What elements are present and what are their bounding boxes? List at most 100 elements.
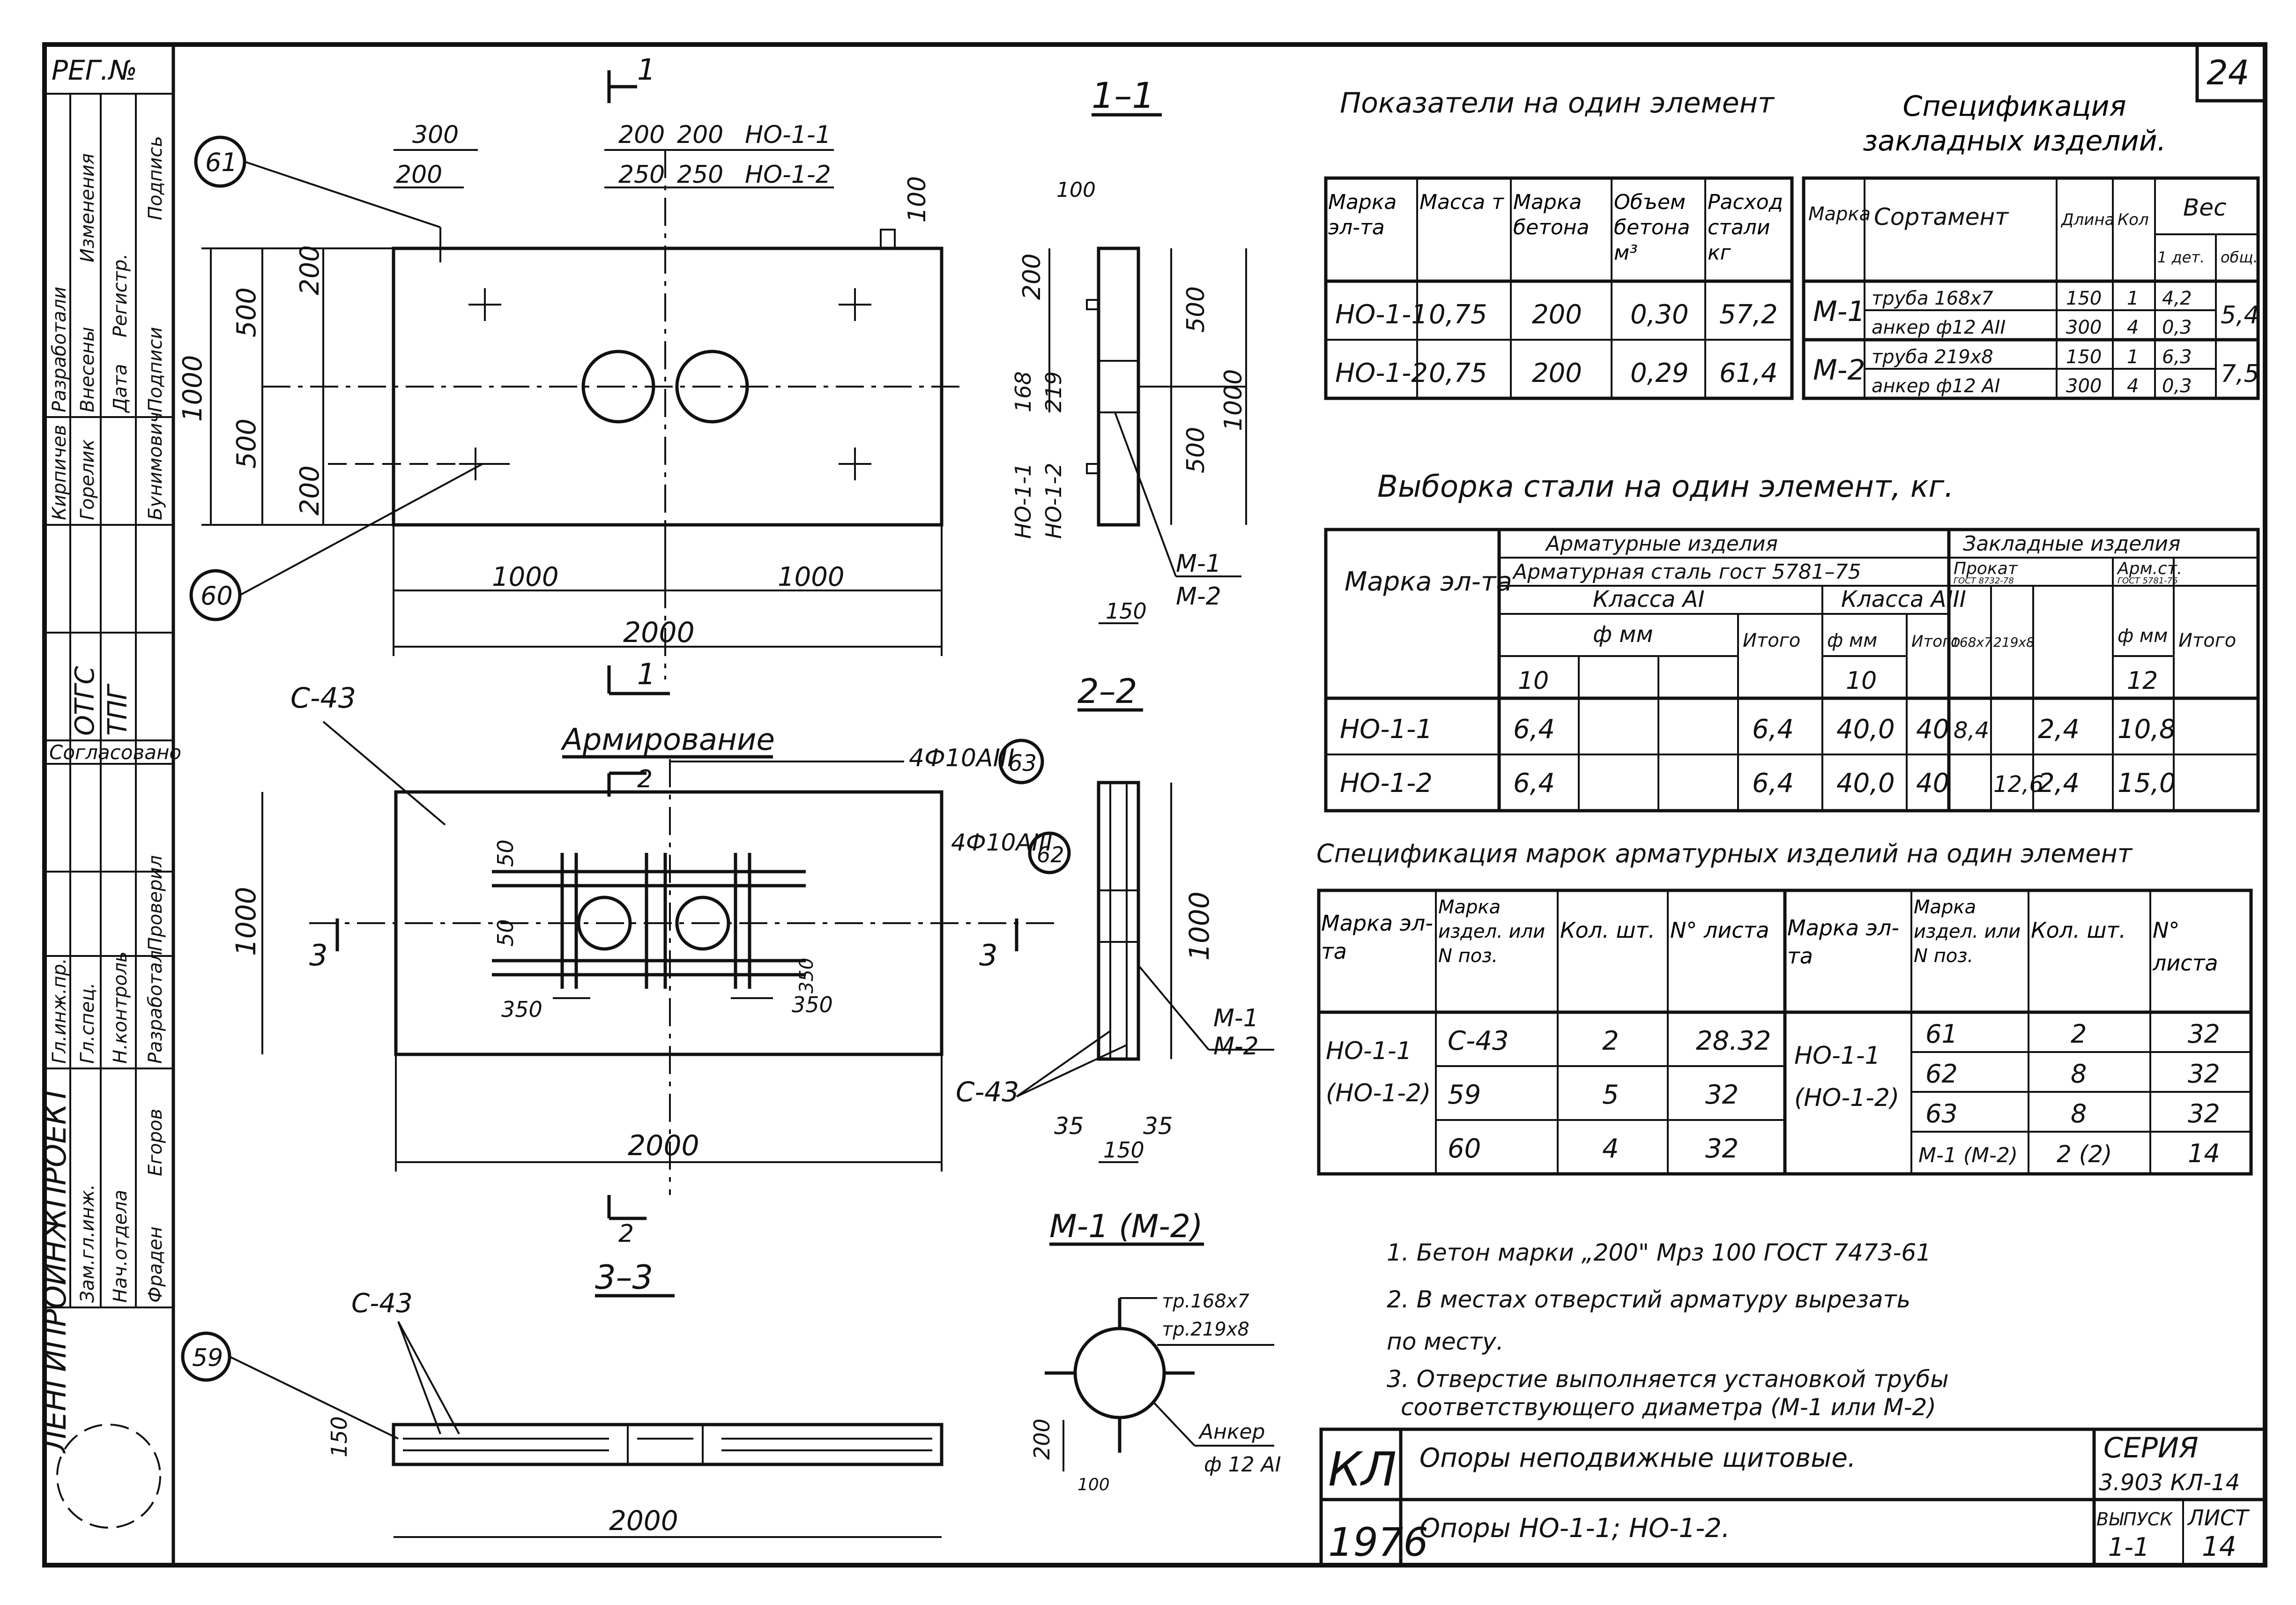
pipe-hole-right xyxy=(675,350,749,424)
note-2: 2. В местах отверстий арматуру вырезать xyxy=(1387,1286,1910,1313)
reinforcement-dim-1000: 1000 xyxy=(230,887,262,956)
marks-cell: 4 xyxy=(1602,1134,1619,1164)
issue-label: ВЫПУСК xyxy=(2096,1509,2173,1530)
embedded-weight-sub-2: общ. xyxy=(2221,248,2258,266)
issue-value: 1-1 xyxy=(2108,1532,2149,1562)
sheet-value: 14 xyxy=(2202,1530,2237,1562)
dim-350-a: 350 xyxy=(501,997,542,1022)
embedded-cell: 150 xyxy=(2066,288,2102,309)
indicators-header-5: Расход стали кг xyxy=(1708,190,1783,265)
code-2: ТПГ xyxy=(103,684,133,736)
marks-header-6: Марка издел. или N поз. xyxy=(1914,896,2021,967)
embedded-cell: 4 xyxy=(2127,317,2139,338)
indicators-cell: 200 xyxy=(1532,358,1582,388)
dim-1000-a: 1000 xyxy=(492,562,559,592)
section-1-1-ho-1-1: НО-1-1 xyxy=(1011,463,1036,539)
embedded-cell: 6,3 xyxy=(2162,346,2192,368)
indicators-cell: 0,75 xyxy=(1429,358,1487,388)
embedded-header-3: Длина xyxy=(2060,210,2114,229)
section-1-1-dim-500-b: 500 xyxy=(1182,427,1210,473)
marks-element-left: НО-1-1 xyxy=(1326,1037,1412,1065)
embedded-row: М-1 труба 168х7 150 1 4,2 анкер ф12 АII … xyxy=(1813,288,2259,338)
pipe-label-1: тр.168х7 xyxy=(1162,1291,1249,1312)
section-1-1-m2: М-2 xyxy=(1176,582,1221,611)
section-3-3-title: 3–3 xyxy=(595,1258,653,1297)
developer-3: Бунимович xyxy=(145,412,166,520)
indicators-header-3: Марка бетона xyxy=(1513,190,1590,239)
marks-cell: 32 xyxy=(2188,1099,2220,1128)
dim-200-c: 200 xyxy=(677,121,723,149)
steel-header-rebar-steel: Арматурная сталь гост 5781–75 xyxy=(1512,560,1861,584)
anchor-size: ф 12 АI xyxy=(1204,1453,1281,1477)
steel-header-rolled-gost: ГОСТ 8732-78 xyxy=(1954,576,2014,586)
steel-cell: 6,4 xyxy=(1513,768,1555,799)
indicators-cell: 0,29 xyxy=(1630,358,1689,388)
stamp-row-5: Регистр. xyxy=(110,254,131,337)
marks-row: 62 8 32 xyxy=(1925,1059,2220,1089)
steel-cell: 6,4 xyxy=(1752,768,1794,799)
marks-cell: 61 xyxy=(1925,1019,1958,1049)
stamp-row-7: Подпись xyxy=(145,136,166,220)
steel-header-168: 168х7 xyxy=(1951,635,1992,650)
marks-header-3: Кол. шт. xyxy=(1560,918,1655,943)
steel-cell: 40 xyxy=(1916,768,1949,799)
steel-header-dia-1: ф мм xyxy=(1593,621,1653,648)
embedded-header-1: Марка xyxy=(1808,203,1871,225)
indicators-cell: 200 xyxy=(1532,299,1582,330)
embedded-total: 5,4 xyxy=(2221,301,2259,329)
steel-header-total-3: Итого xyxy=(2178,630,2236,651)
steel-table: Выборка стали на один элемент, кг. Марка… xyxy=(1324,470,2260,813)
section-3-mark-left: 3 xyxy=(309,938,327,972)
reinforcement-dim-2000: 2000 xyxy=(628,1129,699,1162)
stamp-row-1: Разработали xyxy=(49,287,70,412)
steel-cell: 8,4 xyxy=(1954,717,1989,744)
steel-dia-10-a: 10 xyxy=(1518,667,1549,695)
part-m1-dim-200: 200 xyxy=(1029,1418,1055,1460)
steel-dia-10-b: 10 xyxy=(1846,667,1877,695)
title-block: КЛ 1976 Опоры неподвижные щитовые. Опоры… xyxy=(1319,1427,2267,1567)
marks-cell: 32 xyxy=(1705,1080,1739,1110)
steel-cell: НО-1-2 xyxy=(1340,768,1433,799)
section-1-1-dim-150: 150 xyxy=(1106,598,1147,624)
dim-250-b: 250 xyxy=(677,161,723,189)
marks-cell: 2 (2) xyxy=(2057,1141,2112,1168)
section-2-mark-top: 2 xyxy=(637,765,653,793)
section-2-2-outline xyxy=(1097,781,1140,1061)
indicators-cell: 0,30 xyxy=(1630,299,1689,330)
steel-cell: НО-1-1 xyxy=(1340,714,1433,745)
steel-row: НО-1-1 6,4 6,4 40,0 40 8,4 2,4 10,8 xyxy=(1340,714,2176,745)
embedded-cell: 0,3 xyxy=(2162,375,2192,397)
steel-cell: 2,4 xyxy=(2038,768,2080,799)
embedded-weight-sub-1: 1 дет. xyxy=(2157,248,2205,266)
indicators-cell: 57,2 xyxy=(1719,299,1778,330)
dim-350-b: 350 xyxy=(796,958,817,993)
code-1: ОТГС xyxy=(70,666,100,736)
section-1-1-title: 1–1 xyxy=(1092,75,1155,116)
embedded-cell: 300 xyxy=(2066,317,2102,338)
developer-1: Кирпичев xyxy=(49,425,70,520)
indicators-row: НО-1-2 0,75 200 0,29 61,4 xyxy=(1335,358,1778,388)
marks-element-right: НО-1-1 xyxy=(1794,1042,1880,1070)
section-3-3-mesh: С-43 xyxy=(351,1288,413,1319)
section-2-2-view: 2–2 1000 М-1 М-2 С-43 35 35 150 xyxy=(956,672,1274,1163)
series-value: 3.903 КЛ-14 xyxy=(2099,1470,2240,1496)
marks-row: 63 8 32 xyxy=(1925,1099,2220,1128)
stamp-row-6: Подписи xyxy=(145,327,166,412)
embedded-cell: 150 xyxy=(2066,346,2102,368)
marks-cell: 59 xyxy=(1448,1080,1481,1110)
steel-cell: 10,8 xyxy=(2118,714,2176,745)
series-label: СЕРИЯ xyxy=(2103,1432,2199,1464)
marks-element-right-2: (НО-1-2) xyxy=(1794,1084,1899,1112)
dim-250-a: 250 xyxy=(618,161,665,189)
dim-100: 100 xyxy=(903,176,931,223)
part-m1-dim-100: 100 xyxy=(1077,1475,1110,1494)
steel-cell: 40 xyxy=(1916,714,1949,745)
callout-60: 60 xyxy=(201,581,233,611)
label-ho-1-2-top: НО-1-2 xyxy=(745,161,831,189)
steel-header-dia-3: ф мм xyxy=(2118,625,2168,647)
section-1-1-dim-100: 100 xyxy=(1056,178,1096,202)
marks-cell: 60 xyxy=(1448,1134,1481,1164)
dim-300: 300 xyxy=(412,121,459,149)
embedded-header-4: Кол xyxy=(2118,210,2149,229)
callout-60-circle xyxy=(189,569,242,621)
